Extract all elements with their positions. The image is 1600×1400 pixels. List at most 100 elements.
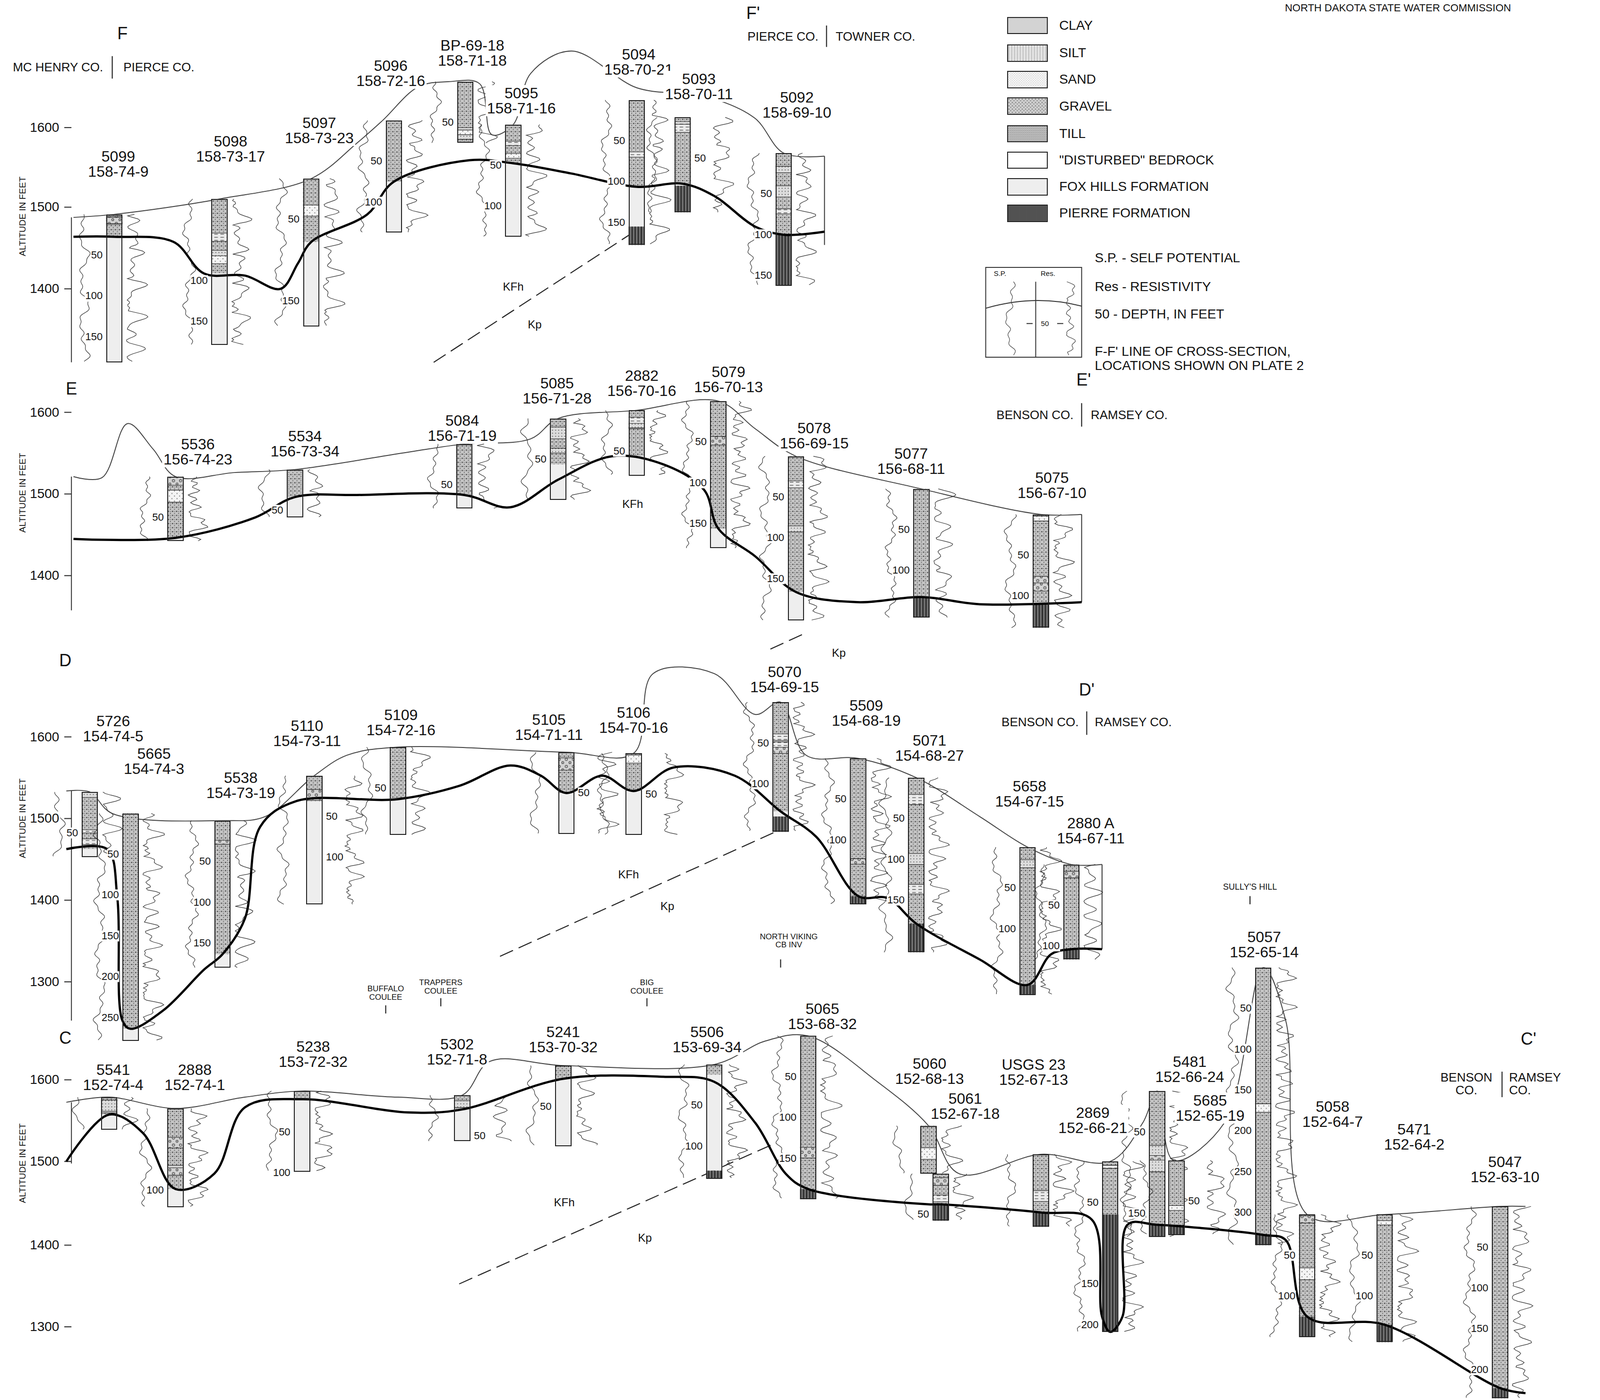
axis-title: ALTITUDE IN FEET [17, 777, 28, 860]
bed-boundary [81, 838, 99, 845]
well-number: 5070 [750, 664, 820, 680]
depth-number: 50 [577, 787, 591, 799]
sp-curve [904, 1173, 914, 1220]
resistivity-curve [793, 701, 816, 831]
depth-number: 50 [287, 213, 300, 225]
well-label: 5098158-73-17 [194, 133, 267, 165]
bed-boundary [775, 208, 793, 214]
lithology-pattern [775, 208, 793, 214]
depth-number: 50 [644, 788, 658, 800]
well-label: 5541152-74-4 [81, 1061, 146, 1093]
well-label: 5078156-69-15 [778, 419, 851, 452]
key-text: S.P. - SELF POTENTIAL [1094, 251, 1242, 266]
section-letter: E' [1075, 370, 1093, 389]
resistivity-curve [808, 456, 830, 621]
section-letter: C [58, 1028, 73, 1047]
lithology-fill [167, 1188, 184, 1207]
bed-boundary [457, 127, 474, 140]
lithology-fill [1255, 1103, 1272, 1113]
lithology-fill [1019, 859, 1036, 868]
bed-boundary [907, 794, 925, 805]
lithology-fill [932, 1194, 950, 1202]
lithology-pattern [787, 480, 805, 488]
lithology-fill [849, 758, 867, 897]
depth-number: 250 [101, 1011, 120, 1023]
well-location: 158-73-23 [284, 130, 354, 146]
bed-boundary [787, 525, 805, 532]
well-number: 5057 [1229, 929, 1299, 945]
lithology-pattern [775, 185, 793, 197]
well-location: 158-70-21 [604, 61, 674, 78]
resistivity-curve [953, 1173, 974, 1220]
well-log-column: 5241153-70-32 [555, 1065, 572, 1147]
marker-line [1249, 896, 1251, 905]
sp-curve [1005, 281, 1016, 356]
lithology-fill [558, 757, 575, 771]
well-label: 5061152-67-18 [929, 1090, 1002, 1122]
resistivity-curve [1206, 1160, 1226, 1234]
depth-number: 150 [1233, 1084, 1253, 1096]
well-label: 5106154-70-16 [597, 704, 670, 736]
resistivity-curve [1052, 514, 1075, 628]
bed-boundary [211, 232, 228, 241]
well-log-column: 5085156-71-28 [549, 418, 567, 501]
well-number: 5658 [994, 778, 1064, 794]
lithology-pattern [1299, 1267, 1316, 1280]
bed-boundary [106, 216, 123, 224]
lithology-pattern [504, 153, 522, 159]
altitude-tick [64, 1326, 72, 1327]
depth-number: 100 [145, 1184, 165, 1196]
well-number: 5534 [270, 428, 340, 444]
bed-boundary [549, 427, 567, 439]
depth-number: 50 [1476, 1241, 1489, 1253]
swatch-pattern [1008, 71, 1047, 88]
resistivity-curve [525, 124, 548, 237]
well-number: 5075 [1017, 470, 1087, 486]
sp-curve [72, 1096, 85, 1130]
resistivity-curve [570, 418, 591, 500]
well-location: 152-66-21 [1058, 1120, 1128, 1136]
depth-number: 150 [101, 930, 120, 942]
legend-row: TILL [1007, 124, 1086, 144]
depth-number: 50 [693, 152, 707, 164]
lithology-fill [674, 117, 692, 184]
bed-boundary [549, 448, 567, 454]
lithology-pattern [1032, 514, 1050, 605]
well-log-column: BP-69-18158-71-18 [457, 81, 474, 144]
lithology-fill [211, 232, 228, 241]
lithology-fill [710, 401, 727, 529]
sp-curve [520, 418, 533, 500]
depth-number: 50 [892, 812, 906, 824]
lithology-fill [907, 884, 925, 894]
lithology-pattern [558, 757, 575, 771]
depth-number: 50 [760, 188, 773, 200]
altitude-number: 1500 [28, 200, 60, 214]
depth-number: 300 [1233, 1206, 1253, 1218]
lithology-fill [625, 752, 642, 791]
well-location: 152-67-18 [930, 1105, 1000, 1121]
depth-number: 150 [84, 331, 103, 343]
depth-number: 100 [1011, 590, 1030, 602]
swatch-pattern [1008, 126, 1047, 142]
bed-boundary [775, 166, 793, 173]
well-label: 5060152-68-13 [893, 1055, 966, 1087]
lithology-fill [932, 1173, 950, 1205]
well-label: 5096158-72-16 [354, 57, 427, 89]
well-number: 2880 A [1056, 815, 1125, 831]
depth-number: 100 [1355, 1290, 1374, 1302]
lithology-pattern [920, 1125, 937, 1174]
lithology-fill [1019, 847, 1036, 985]
depth-number: 50 [834, 793, 847, 805]
well-label: 5241153-70-32 [527, 1023, 599, 1055]
axis-title: ALTITUDE IN FEET [17, 1122, 28, 1205]
lithology-pattern [214, 839, 232, 845]
well-label: 5065153-68-32 [786, 1000, 859, 1032]
depth-number: 100 [1233, 1043, 1253, 1055]
well-log-column: 5075156-67-10 [1032, 514, 1050, 628]
key-sample-label: Res. [1039, 269, 1057, 278]
county-name: MC HENRY CO. [11, 60, 104, 74]
well-log-column: 5481152-66-24 [1148, 1090, 1166, 1237]
lithology-fill [504, 153, 522, 159]
depth-number: 50 [1133, 1126, 1146, 1138]
well-log-column: 2869152-66-21 [1102, 1161, 1119, 1332]
